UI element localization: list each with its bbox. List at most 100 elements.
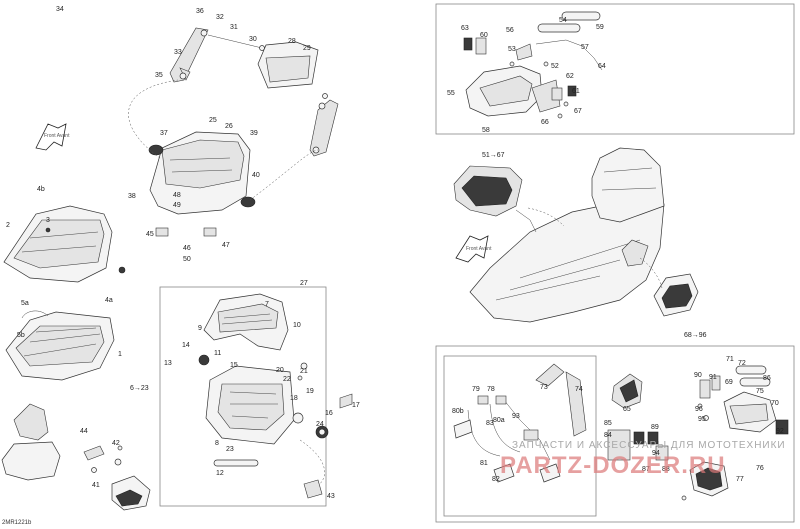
callout-label: 2 [6,222,10,229]
callout-label: 41 [92,482,100,489]
callout-label: 93 [512,413,520,420]
front-direction-arrow-right: Front Avant [455,235,492,263]
callout-label: 96 [695,406,703,413]
callout-label: 52 [551,63,559,70]
callout-label: 30 [249,36,257,43]
callout-label: 66 [541,119,549,126]
callout-label: 9 [198,325,202,332]
callout-label: 37 [160,130,168,137]
callout-label: 13 [164,360,172,367]
diagram-code: 2MR1221b [2,520,32,526]
watermark-text-line1: ЗАПЧАСТИ И АКСЕССУАРЫ ДЛЯ МОТОТЕХНИКИ [512,440,786,451]
passenger-handle-assembly [1,403,151,511]
callout-label: 20 [276,367,284,374]
callout-label: 54 [559,17,567,24]
callout-label: 59 [596,24,604,31]
callout-label: 7 [265,301,269,308]
callout-label: 64 [598,63,606,70]
grab-handle-heater-assembly [463,11,603,119]
callout-label: 65 [623,406,631,413]
callout-label: 83 [486,420,494,427]
callout-label: 32 [216,14,224,21]
callout-label: 51→67 [482,152,505,159]
callout-label: 90 [694,372,702,379]
callout-label: 79 [472,386,480,393]
callout-label: 61 [572,88,580,95]
callout-label: 11 [214,350,222,357]
callout-label: 53 [508,46,516,53]
callout-label: 22 [283,376,291,383]
callout-label: 19 [306,388,314,395]
heated-seat-switch-assembly [607,365,789,501]
callout-label: 50 [183,256,191,263]
callout-label: 82 [492,476,500,483]
seat-console-cover [148,131,256,237]
callout-label: 95 [698,416,706,423]
callout-label: 43 [327,493,335,500]
callout-label: 16 [325,410,333,417]
callout-label: 27 [300,280,308,287]
callout-label: 92 [776,428,784,435]
callout-label: 62 [566,73,574,80]
callout-label: 80b [452,408,464,415]
callout-label: 81 [480,460,488,467]
assembly-box-6-23 [159,286,327,507]
callout-label: 67 [574,108,582,115]
heated-grip-wiring-assembly [453,363,587,483]
callout-label: 12 [216,470,224,477]
watermark-text-line2: PARTZ-DOZER.RU [500,452,726,479]
callout-label: 86 [763,375,771,382]
callout-label: 15 [230,362,238,369]
callout-label: 42 [112,440,120,447]
callout-label: 36 [196,8,204,15]
complete-seat-assembly [453,147,699,323]
callout-label: 49 [173,202,181,209]
callout-label: 91 [709,374,717,381]
callout-label: 4b [37,186,45,193]
callout-label: 28 [288,38,296,45]
callout-label: 18 [290,395,298,402]
callout-label: 75 [756,388,764,395]
callout-label: 45 [146,231,154,238]
callout-label: 48 [173,192,181,199]
callout-label: 60 [480,32,488,39]
callout-label: 85 [604,420,612,427]
front-direction-arrow: Front Avant [35,123,70,151]
callout-label: 57 [581,44,589,51]
assembly-box-51-67 [435,3,795,135]
callout-label: 78 [487,386,495,393]
callout-label: 38 [128,193,136,200]
callout-label: 84 [604,432,612,439]
callout-label: 21 [300,368,308,375]
seat-latch-frame-assembly [198,293,353,467]
callout-label: 5a [21,300,29,307]
callout-label: 3 [46,217,50,224]
callout-label: 77 [736,476,744,483]
callout-label: 40 [252,172,260,179]
callout-label: 1 [118,351,122,358]
callout-label: 6→23 [130,385,149,392]
callout-label: 46 [183,245,191,252]
callout-label: 94 [652,450,660,457]
callout-label: 88 [662,466,670,473]
assembly-subbox-heater-wiring [443,355,597,517]
callout-label: 73 [540,384,548,391]
callout-label: 24 [316,421,324,428]
callout-label: 72 [738,360,746,367]
backrest-bracket-assembly [169,27,339,157]
callout-label: 39 [250,130,258,137]
callout-label: 10 [293,322,301,329]
callout-label: 56 [506,27,514,34]
callout-label: 55 [447,90,455,97]
callout-label: 34 [56,6,64,13]
callout-label: 14 [182,342,190,349]
callout-label: 69 [725,379,733,386]
callout-label: 74 [575,386,583,393]
callout-label: 33 [174,49,182,56]
callout-label: 4a [105,297,113,304]
callout-label: 25 [209,117,217,124]
callout-label: 31 [230,24,238,31]
callout-label: 23 [226,446,234,453]
callout-label: 70 [771,400,779,407]
